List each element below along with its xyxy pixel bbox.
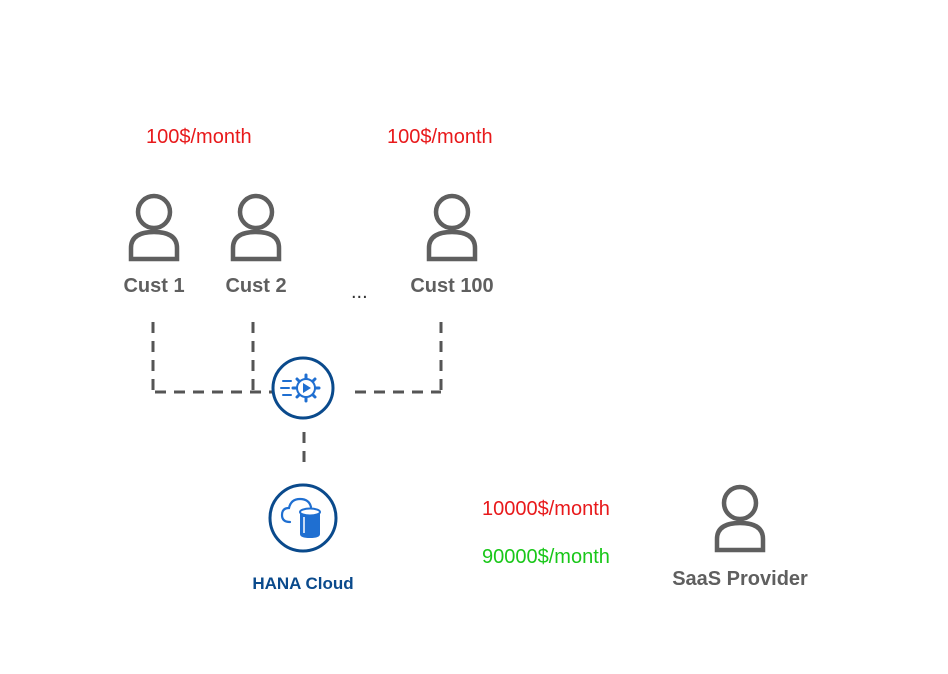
cloud-database-icon	[268, 483, 338, 553]
customer-label-2: Cust 2	[225, 275, 287, 297]
cust1-price-label: 100$/month	[146, 126, 252, 148]
connector-lines	[151, 322, 443, 470]
process-gear-icon	[271, 356, 335, 420]
customer-label-1: Cust 1	[123, 275, 185, 297]
hana-cloud-label: HANA Cloud	[252, 574, 354, 593]
person-icon	[128, 193, 180, 262]
cust100-price-label: 100$/month	[387, 126, 493, 148]
person-icon	[230, 193, 282, 262]
customer-label-100: Cust 100	[410, 275, 494, 297]
provider-profit-label: 90000$/month	[482, 546, 610, 568]
person-icon	[714, 484, 766, 553]
person-icon	[426, 193, 478, 262]
saas-provider-label: SaaS Provider	[672, 568, 808, 590]
more-customers-ellipsis: ...	[351, 281, 368, 303]
provider-cost-label: 10000$/month	[482, 498, 610, 520]
